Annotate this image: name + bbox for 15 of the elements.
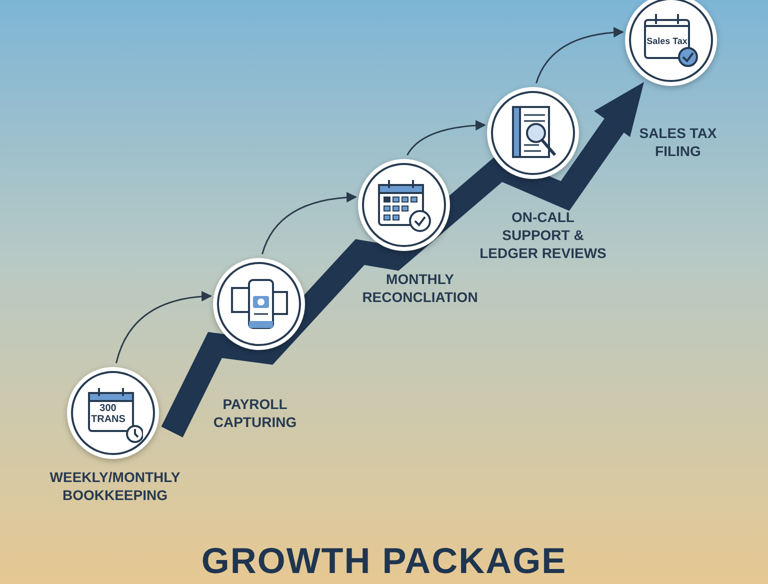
arrow [406,120,486,156]
icon-text: Sales Tax [646,36,688,46]
arrow [536,27,624,84]
arrow [262,192,358,254]
step-caption: PAYROLL CAPTURING [212,395,298,431]
step-caption: ON-CALL SUPPORT & LEDGER REVIEWS [478,208,608,262]
step-circle [67,367,159,459]
step-circle [625,0,717,86]
step-circle [487,87,579,179]
step-caption: WEEKLY/MONTHLY BOOKKEEPING [48,468,182,504]
arrow [116,291,212,364]
icon-text: 300 TRANS [91,403,125,425]
title: GROWTH PACKAGE [200,540,568,582]
step-caption: SALES TAX FILING [638,124,718,160]
step-caption: MONTHLY RECONCLIATION [361,270,479,306]
